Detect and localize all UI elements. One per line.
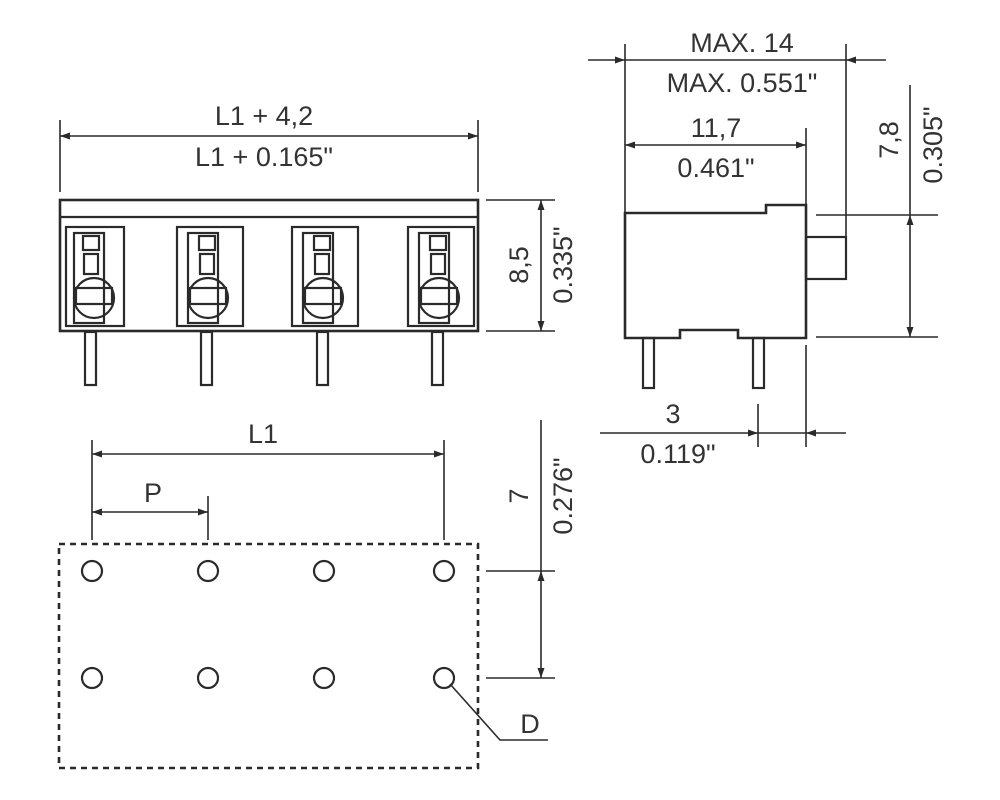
hole-diameter-leader: [449, 683, 548, 741]
side-pin-mm-label: 3: [665, 399, 680, 429]
side-pin: [641, 336, 656, 390]
pcb-hole: [80, 559, 104, 583]
footprint-l1-label: L1: [248, 419, 278, 449]
side-overall-mm-label: MAX. 14: [690, 28, 794, 58]
clamp: [64, 225, 126, 328]
side-overall-in-label: MAX. 0.551": [667, 68, 818, 98]
front-width-in-label: L1 + 0.165": [195, 142, 333, 172]
clamp: [406, 225, 476, 328]
footprint-pitch-label: P: [144, 478, 162, 508]
side-screw-head: [804, 235, 848, 281]
side-pin-in-label: 0.119": [640, 439, 715, 469]
front-pin: [199, 330, 214, 387]
pcb-hole: [80, 666, 104, 690]
front-body: [58, 198, 480, 333]
front-height-in-label: 0.335": [548, 226, 578, 303]
front-pin: [83, 330, 98, 387]
front-pin: [315, 330, 330, 387]
pcb-hole: [312, 559, 336, 583]
front-width-mm-label: L1 + 4,2: [215, 101, 313, 131]
pcb-hole: [432, 559, 456, 583]
side-body-mm-label: 11,7: [691, 113, 742, 143]
side-body: [623, 203, 808, 340]
side-pin: [751, 336, 766, 390]
side-height-in-label: 0.305": [918, 106, 948, 183]
side-body-in-label: 0.461": [677, 153, 754, 183]
pcb-hole: [196, 666, 220, 690]
pcb-footprint: L1 P 7 0.276" D: [57, 419, 578, 770]
clamp: [175, 225, 245, 328]
hole-diameter-label: D: [520, 709, 540, 739]
front-pin: [430, 330, 445, 387]
front-view: L1 + 4,2 L1 + 0.165": [58, 101, 578, 387]
side-view: MAX. 14 MAX. 0.551" 11,7 0.461" 7,8 0.30…: [588, 28, 948, 469]
pcb-hole: [432, 666, 456, 690]
pcb-hole: [312, 666, 336, 690]
footprint-row-in-label: 0.276": [548, 457, 578, 534]
front-height-mm-label: 8,5: [504, 246, 534, 284]
side-height-mm-label: 7,8: [874, 121, 904, 159]
pcb-hole: [196, 559, 220, 583]
clamp: [290, 225, 360, 328]
footprint-outline: [57, 542, 480, 770]
footprint-row-mm-label: 7: [504, 488, 534, 503]
